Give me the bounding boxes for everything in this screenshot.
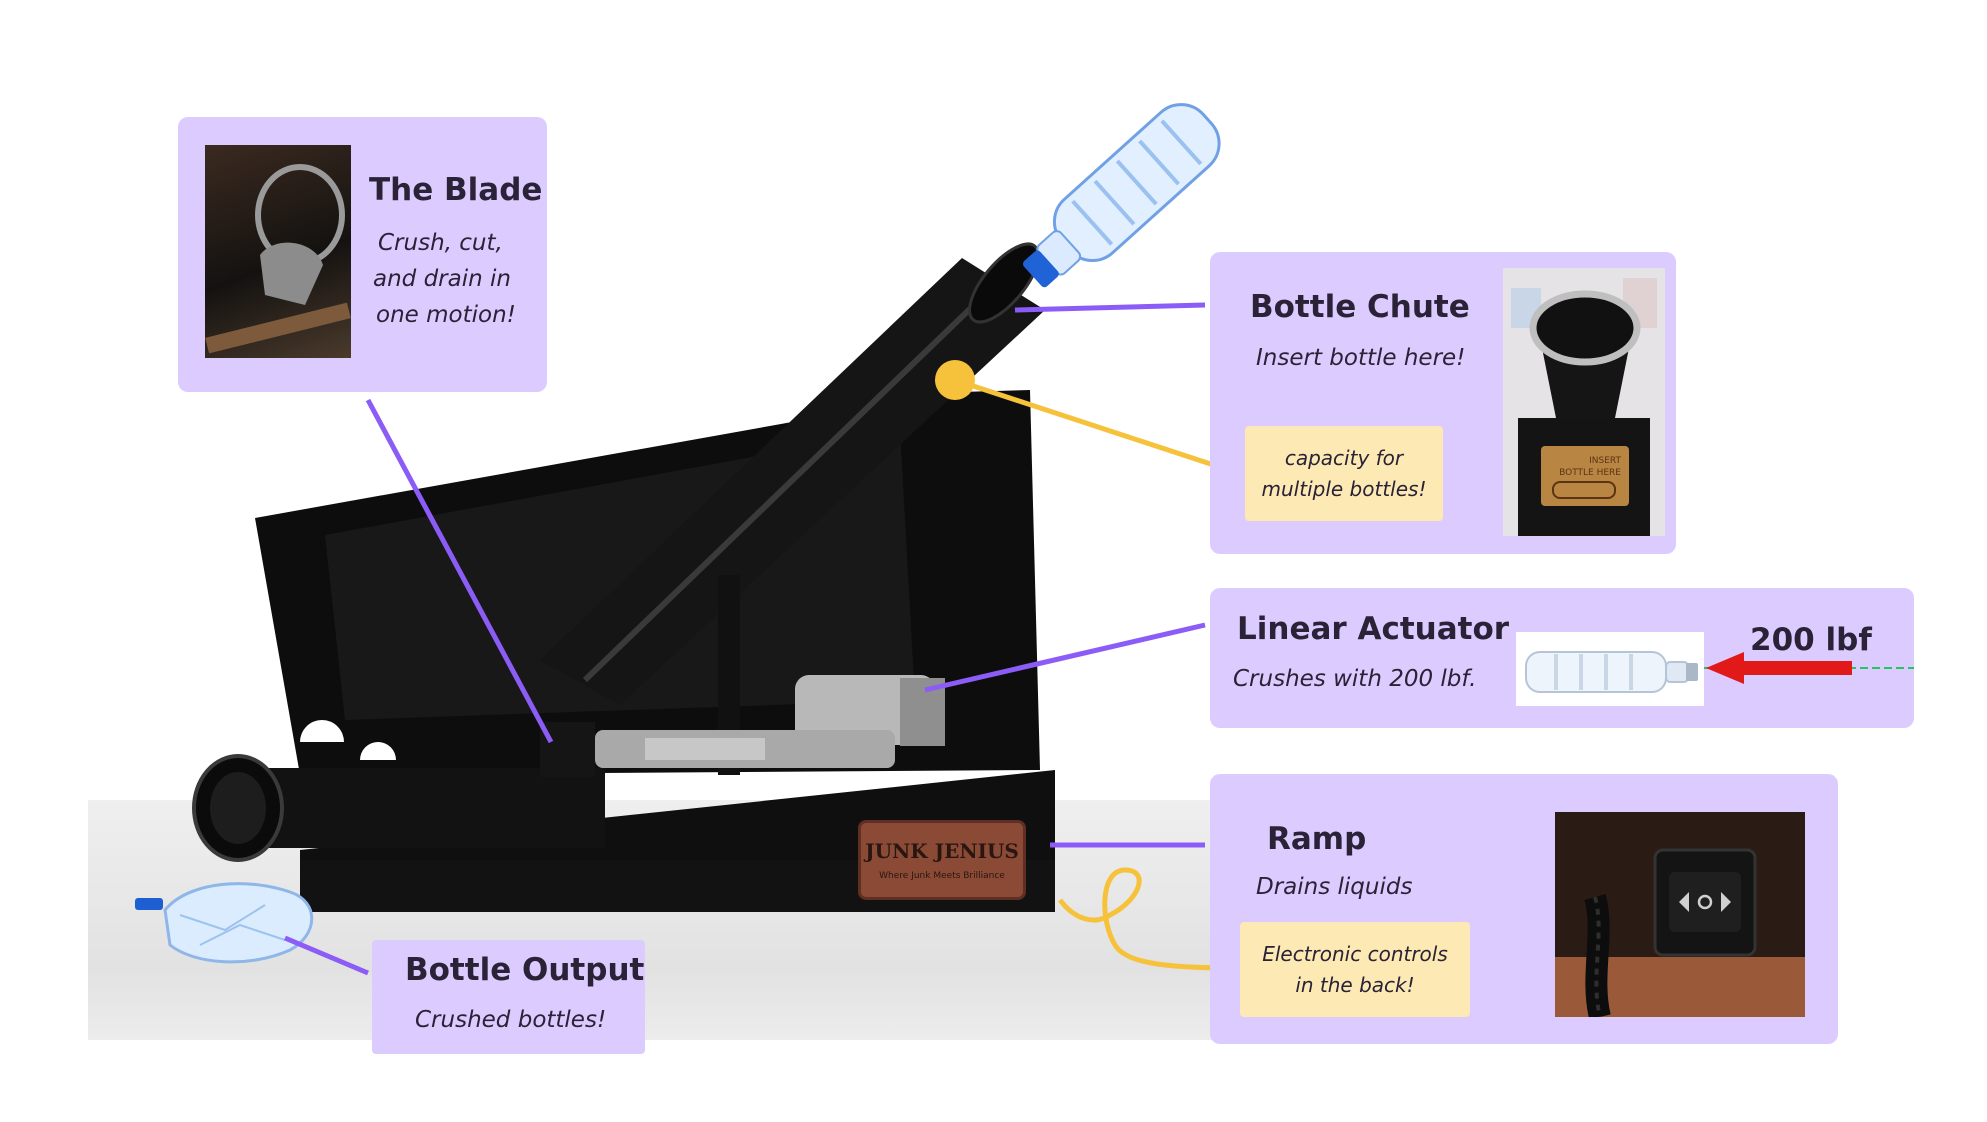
blade-line-3: one motion! <box>376 302 516 328</box>
blade-line-2: and drain in <box>373 266 511 292</box>
brand-plate-tagline: Where Junk Meets Brilliance <box>879 871 1005 881</box>
water-bottle-icon <box>1022 103 1221 288</box>
ramp-subtitle: Drains liquids <box>1256 874 1413 900</box>
blade-card: The Blade Crush, cut, and drain in one m… <box>178 117 547 392</box>
bottle-chute-tube <box>540 242 1045 705</box>
panel-notch-right <box>360 742 396 760</box>
brand-plate-text: JUNK JENIUS <box>865 839 1019 863</box>
controls-connector <box>1058 867 1236 971</box>
blade-title: The Blade <box>369 172 543 208</box>
output-card: Bottle Output Crushed bottles! <box>372 940 645 1054</box>
actuator-subtitle: Crushes with 200 lbf. <box>1233 666 1477 692</box>
controls-note-line-2: in the back! <box>1295 972 1415 997</box>
ramp-card: Ramp Drains liquids Electronic controls … <box>1210 774 1838 1044</box>
blade-line-1: Crush, cut, <box>378 230 503 256</box>
panel-notch-left <box>300 720 344 742</box>
brand-plate: JUNK JENIUS Where Junk Meets Brilliance <box>858 820 1026 900</box>
chute-photo-label-2: BOTTLE HERE <box>1559 468 1621 478</box>
controls-photo <box>1555 812 1805 1017</box>
actuator-bottle-photo <box>1516 632 1704 706</box>
output-connector <box>284 935 369 976</box>
chute-photo: INSERT BOTTLE HERE <box>1503 268 1665 536</box>
blade-photo <box>205 145 351 358</box>
force-label: 200 lbf <box>1750 622 1872 658</box>
actuator-card: Linear Actuator Crushes with 200 lbf. 20… <box>1210 588 1914 728</box>
controls-note: Electronic controls in the back! <box>1240 922 1470 1017</box>
chute-card: Bottle Chute Insert bottle here! capacit… <box>1210 252 1676 554</box>
capacity-note-line-1: capacity for <box>1284 445 1404 470</box>
chute-photo-label-1: INSERT <box>1589 456 1621 466</box>
blade-connector <box>365 398 554 744</box>
capacity-note: capacity for multiple bottles! <box>1245 426 1443 521</box>
linear-actuator-body <box>595 675 945 768</box>
ramp-title: Ramp <box>1267 821 1367 857</box>
chute-title: Bottle Chute <box>1250 289 1470 325</box>
capacity-connector <box>954 377 1236 475</box>
output-subtitle: Crushed bottles! <box>415 1007 607 1033</box>
chute-connector <box>1014 302 1206 313</box>
chute-subtitle: Insert bottle here! <box>1256 345 1466 371</box>
force-arrow-icon <box>1704 652 1914 684</box>
output-title: Bottle Output <box>405 952 645 988</box>
capacity-note-line-2: multiple bottles! <box>1261 476 1427 501</box>
crushed-bottle-icon <box>135 882 314 964</box>
blade-tube <box>192 722 605 862</box>
rocker-switch-icon <box>1653 848 1757 957</box>
controls-note-line-1: Electronic controls <box>1262 941 1448 966</box>
capacity-dot <box>935 360 975 400</box>
actuator-connector <box>924 622 1206 693</box>
actuator-title: Linear Actuator <box>1237 611 1510 647</box>
bracket <box>718 575 740 775</box>
